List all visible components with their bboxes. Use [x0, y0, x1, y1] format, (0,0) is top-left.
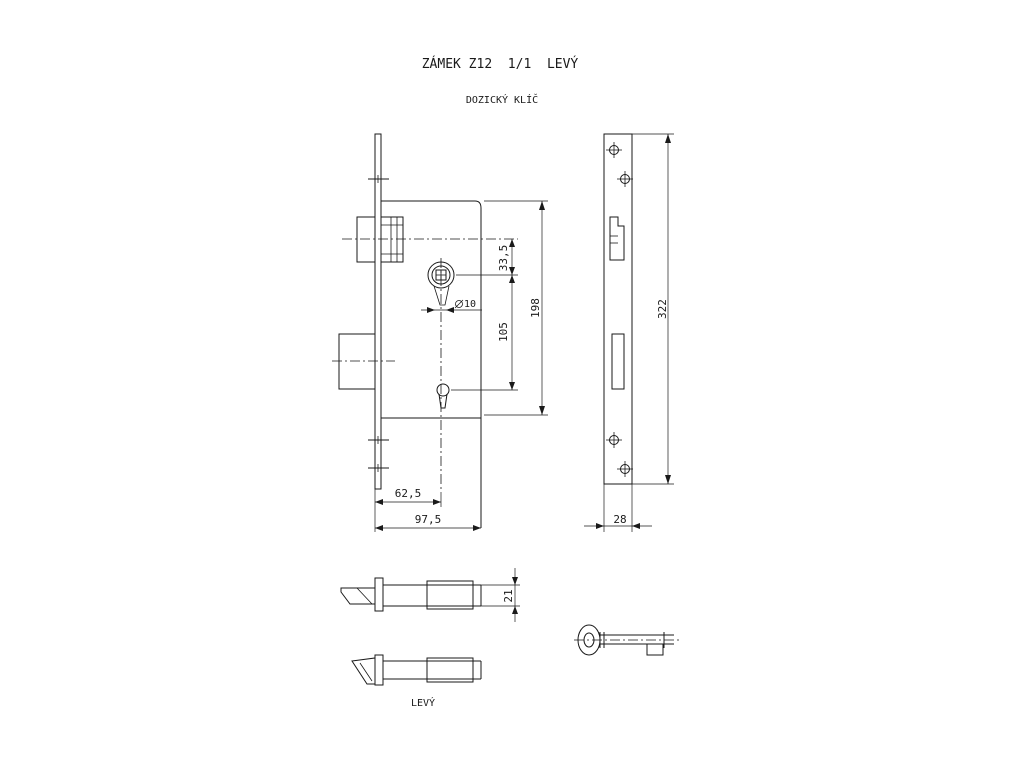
key-illustration [574, 624, 680, 656]
dim-10: 10 [464, 299, 476, 310]
dim-105: 105 [497, 322, 510, 342]
lock-bottom-view [351, 654, 482, 686]
follower-hub [427, 261, 455, 306]
forend-screw-4 [617, 461, 633, 477]
dim-322: 322 [656, 299, 669, 319]
bottom-label: LEVÝ [411, 696, 435, 709]
keyhole [436, 383, 450, 409]
dim-62-5: 62,5 [395, 487, 422, 500]
forend-dimensions: 322 28 [584, 133, 674, 532]
forend-screw-3 [606, 432, 622, 448]
drawing-title: ZÁMEK Z12 1/1 LEVÝ [422, 56, 579, 72]
dead-bolt [338, 333, 376, 390]
front-dimensions: 198 33,5 105 10 62,5 97,5 [374, 200, 548, 532]
latch-opening [609, 216, 625, 261]
forend-view [603, 133, 633, 485]
dim-198: 198 [529, 298, 542, 318]
lock-top-view: 21 [340, 568, 520, 622]
dim-33-5: 33,5 [497, 245, 510, 272]
latch-bolt [356, 216, 404, 263]
drawing-subtitle: DOZICKÝ KLÍČ [466, 93, 538, 106]
forend-screw-2 [617, 171, 633, 187]
dim-21: 21 [502, 589, 515, 602]
dim-28: 28 [613, 513, 626, 526]
lock-front-view [332, 133, 518, 528]
bolt-opening [611, 333, 625, 390]
dim-97-5: 97,5 [415, 513, 442, 526]
forend-screw-1 [606, 142, 622, 158]
